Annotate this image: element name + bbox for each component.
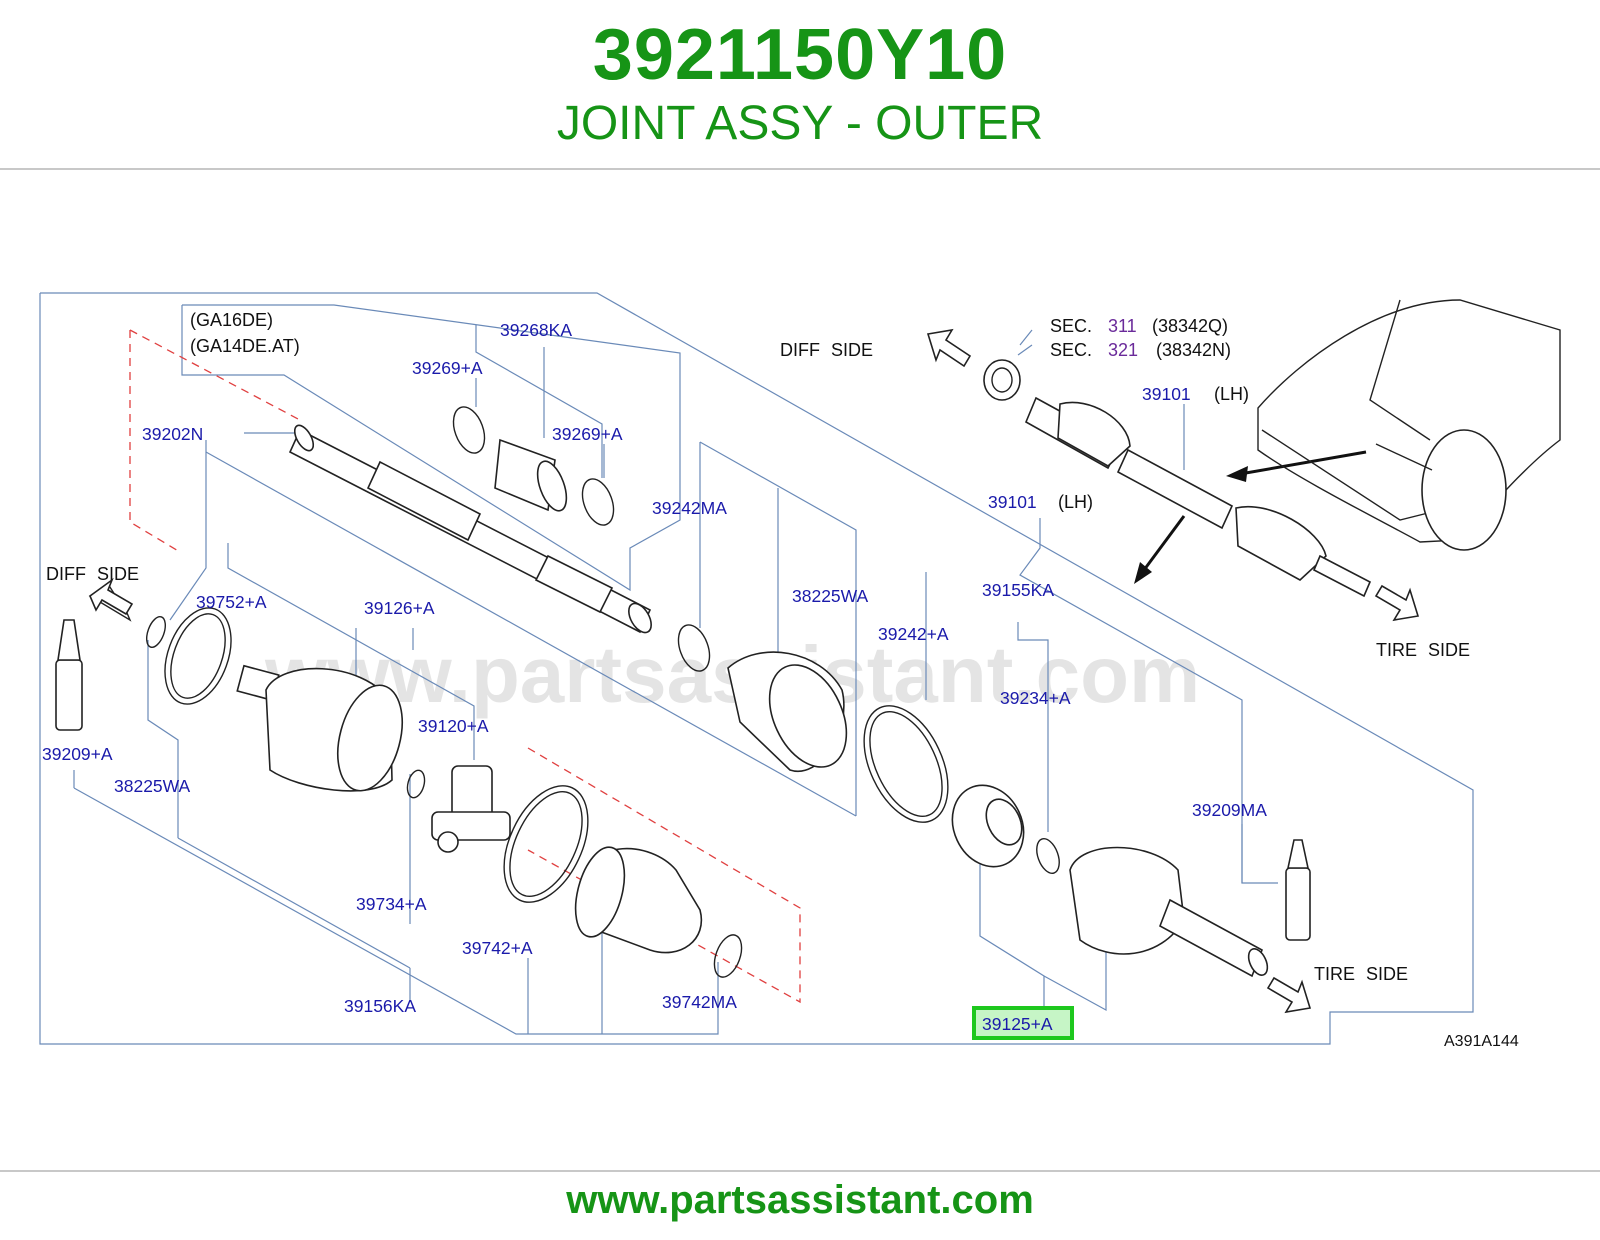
snap-ring-39734A: [406, 769, 426, 799]
sec-label-2: SEC.: [1050, 340, 1092, 360]
header-divider: [0, 168, 1600, 170]
part-label-39234a[interactable]: 39234+A: [1000, 688, 1071, 708]
tire-side-label-bottom: TIRE SIDE: [1314, 964, 1408, 984]
tire-side-label-top: TIRE SIDE: [1376, 640, 1470, 660]
variant-note-ga14de-at: (GA14DE.AT): [190, 336, 300, 356]
part-label-39209ma[interactable]: 39209MA: [1192, 800, 1267, 820]
footer-divider: [0, 1170, 1600, 1172]
drive-shaft-39202N: [288, 424, 652, 634]
seal-ring-39752A: [146, 607, 232, 705]
highlighted-part-box[interactable]: 39125+A: [972, 1006, 1074, 1040]
diff-side-label-top: DIFF SIDE: [780, 340, 873, 360]
part-label-38225wa-2[interactable]: 38225WA: [114, 776, 191, 796]
diff-side-arrow-left: [88, 577, 134, 622]
sec-number-311[interactable]: 311: [1108, 316, 1137, 336]
part-title: JOINT ASSY - OUTER: [556, 97, 1044, 150]
sec-ref-38342n: (38342N): [1156, 340, 1231, 360]
lh-label-2: (LH): [1058, 492, 1093, 512]
sec-ref-38342q: (38342Q): [1152, 316, 1228, 336]
lh-label-1: (LH): [1214, 384, 1249, 404]
outer-joint-39125A: [1069, 846, 1269, 978]
part-label-39120a[interactable]: 39120+A: [418, 716, 489, 736]
part-label-39155ka[interactable]: 39155KA: [982, 580, 1054, 600]
part-label-38225wa-1[interactable]: 38225WA: [792, 586, 869, 606]
snap-ring-39234A: [1036, 838, 1060, 874]
part-label-39269a-1[interactable]: 39269+A: [412, 358, 483, 378]
diff-side-label-left: DIFF SIDE: [46, 564, 139, 584]
sec-label-1: SEC.: [1050, 316, 1092, 336]
band-39242A: [863, 705, 949, 823]
boot-38225WA-upper: [677, 624, 848, 773]
part-number: 3921150Y10: [592, 15, 1008, 95]
tire-side-arrow-top: [1374, 584, 1420, 622]
grease-tube-39209A: [55, 619, 83, 731]
housing-39126A: [236, 664, 403, 792]
boot-lower: [574, 846, 703, 954]
part-label-39242a[interactable]: 39242+A: [878, 624, 949, 644]
part-label-39268ka[interactable]: 39268KA: [500, 320, 572, 340]
part-label-39734a[interactable]: 39734+A: [356, 894, 427, 914]
sec-number-321[interactable]: 321: [1108, 340, 1138, 360]
diff-side-arrow-top: [926, 328, 972, 368]
part-label-39242ma[interactable]: 39242MA: [652, 498, 727, 518]
band-39742A: [503, 785, 589, 903]
variant-box-outline: [181, 304, 681, 592]
tire-side-arrow-bottom: [1266, 976, 1312, 1014]
part-label-39209a[interactable]: 39209+A: [42, 744, 113, 764]
part-label-39752a[interactable]: 39752+A: [196, 592, 267, 612]
shaft-group-dash: [129, 330, 181, 553]
part-label-39125a[interactable]: 39125+A: [982, 1014, 1053, 1034]
page-header: 3921150Y10 JOINT ASSY - OUTER: [0, 0, 1600, 168]
part-label-39742ma[interactable]: 39742MA: [662, 992, 737, 1012]
part-label-39742a[interactable]: 39742+A: [462, 938, 533, 958]
boot-kit-39268KA: [452, 406, 615, 526]
inner-race-39155KA: [951, 784, 1025, 868]
grease-tube-39209MA: [1285, 839, 1311, 941]
footer-url[interactable]: www.partsassistant.com: [566, 1178, 1034, 1222]
band-39742MA: [713, 934, 743, 978]
part-label-39156ka[interactable]: 39156KA: [344, 996, 416, 1016]
oil-seal: [983, 359, 1021, 401]
part-label-39126a[interactable]: 39126+A: [364, 598, 435, 618]
variant-note-ga16de: (GA16DE): [190, 310, 273, 330]
part-label-39269a-2[interactable]: 39269+A: [552, 424, 623, 444]
assembly-outline: [39, 292, 1474, 1045]
shaft-assembly-inset: [1024, 396, 1372, 598]
part-label-39101-1[interactable]: 39101: [1142, 384, 1191, 404]
drawing-code: A391A144: [1444, 1033, 1519, 1050]
part-label-39202n[interactable]: 39202N: [142, 424, 203, 444]
spider-39120A: [431, 765, 511, 853]
car-front-icon: [1257, 299, 1561, 551]
leader-lines: [73, 325, 1278, 1035]
locator-arrows: [1134, 450, 1367, 584]
part-label-39101-2[interactable]: 39101: [988, 492, 1037, 512]
